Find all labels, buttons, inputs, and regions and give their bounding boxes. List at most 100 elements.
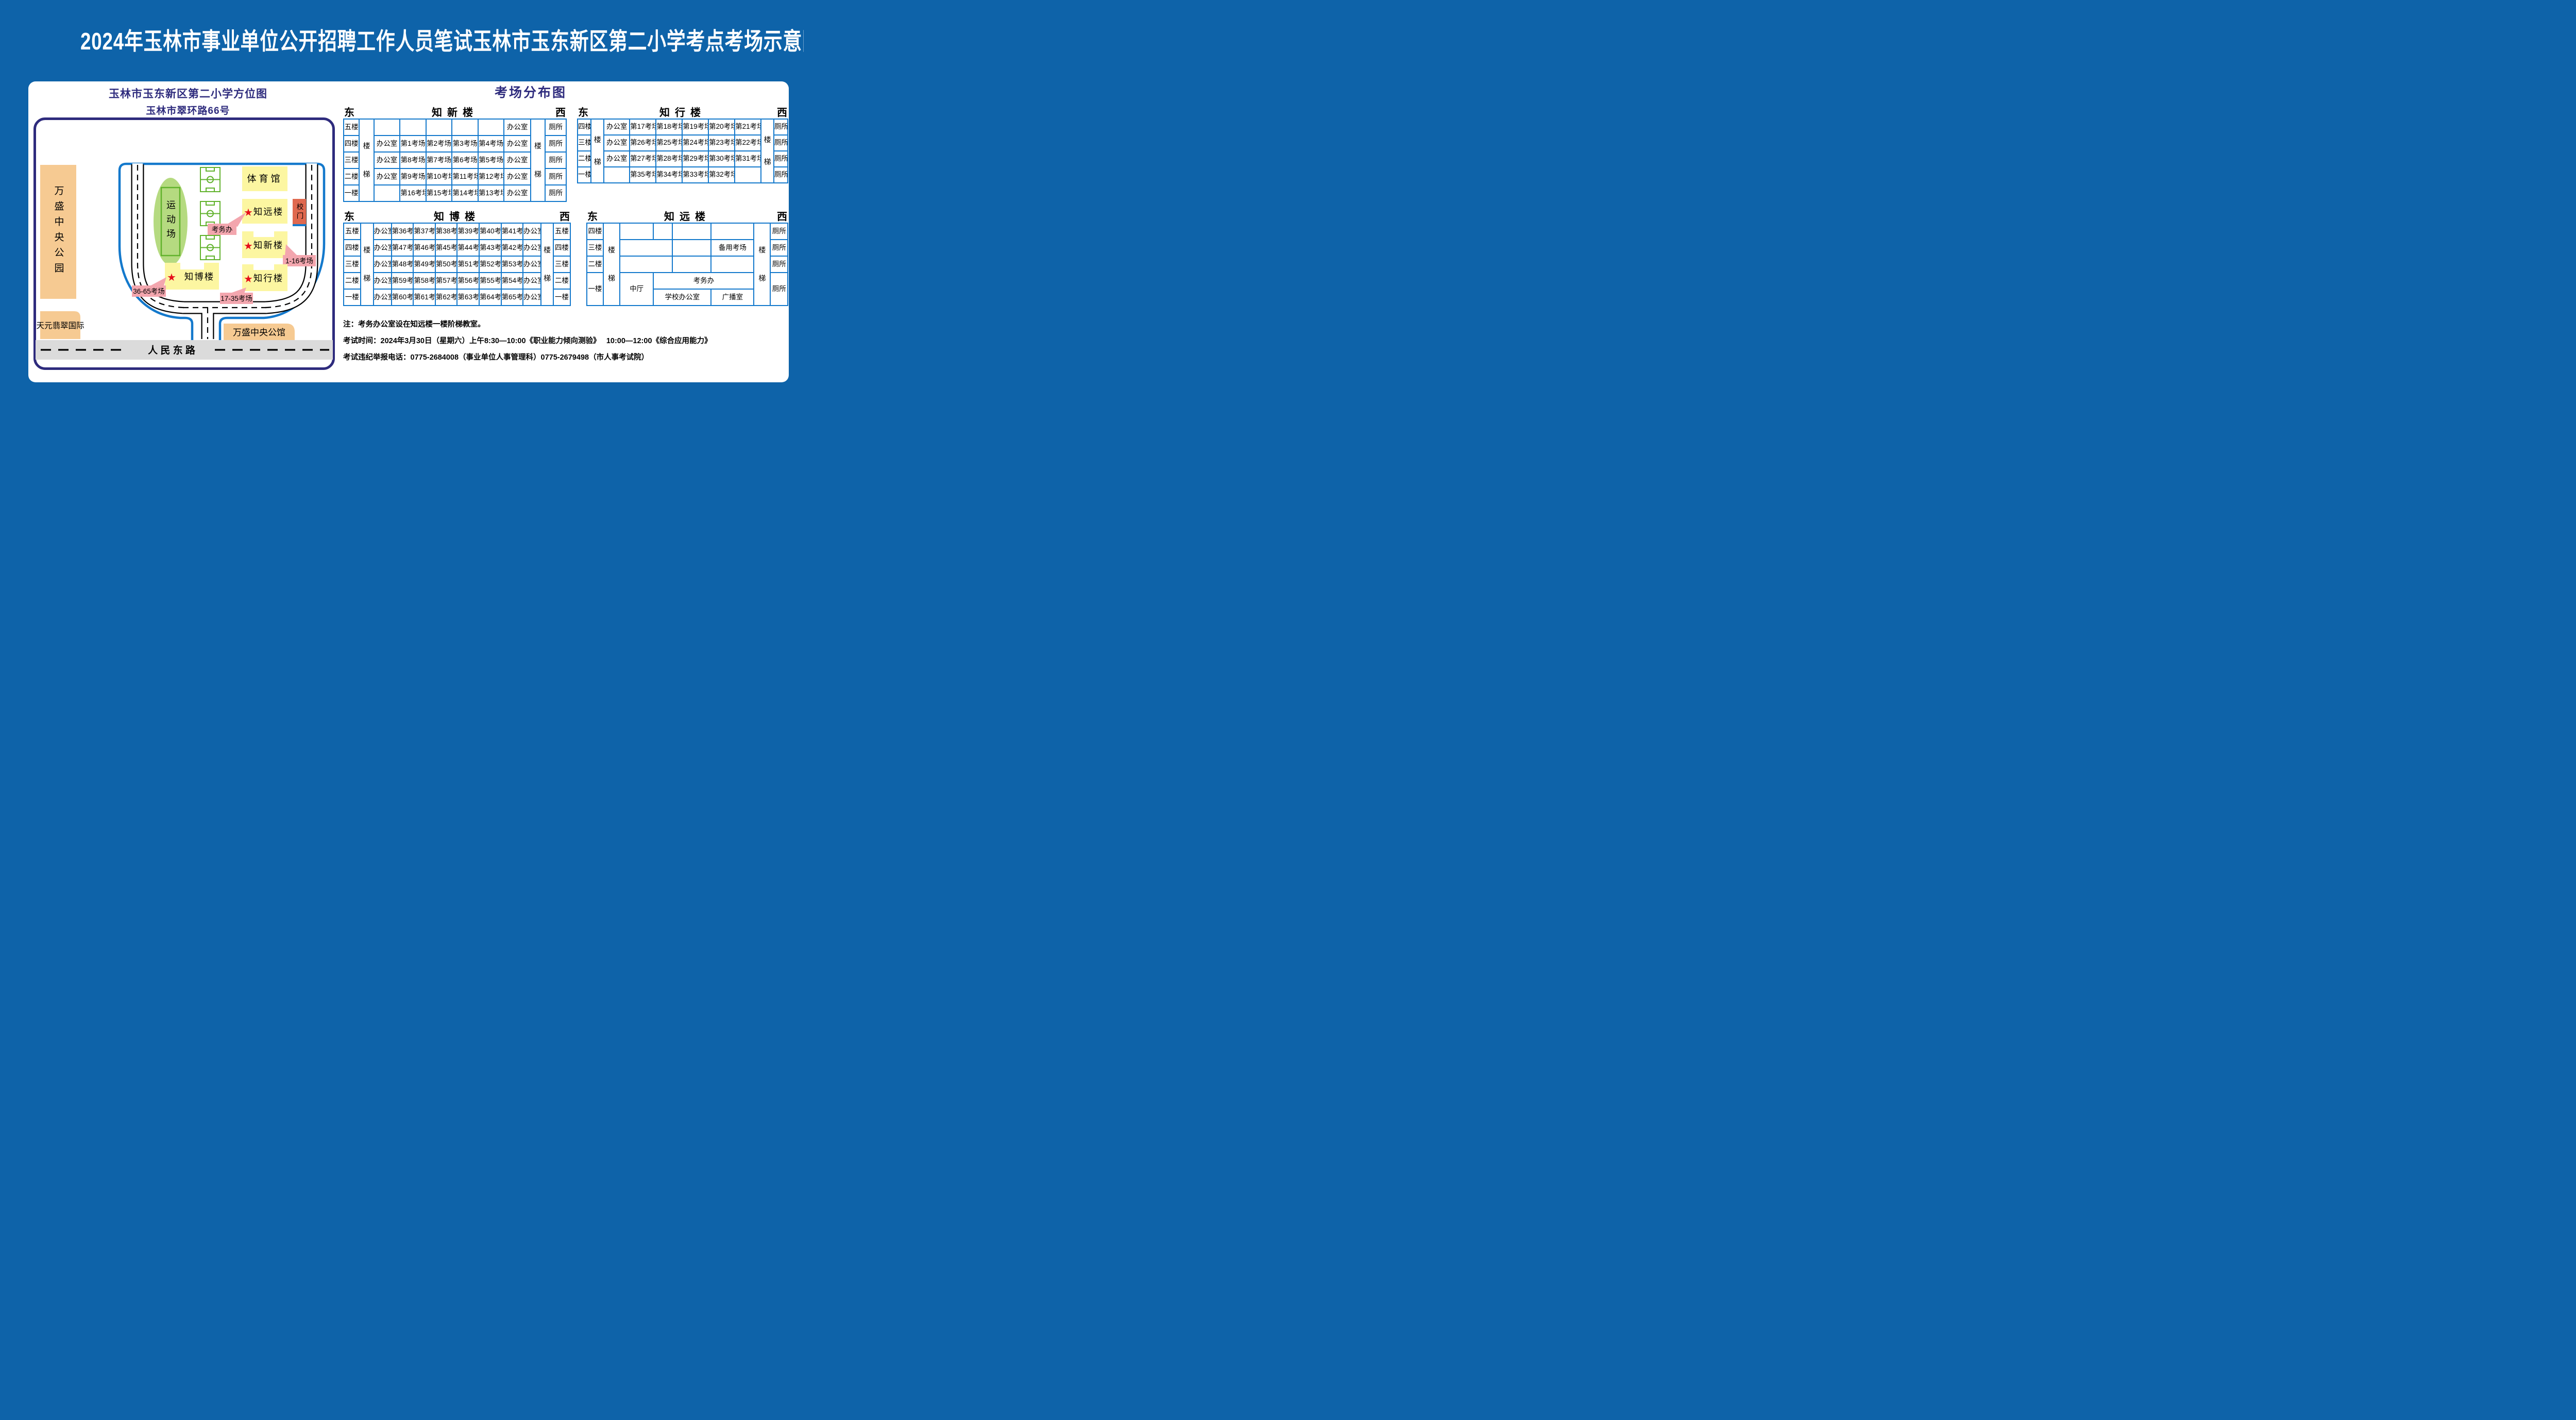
table-row: 三楼办公室第8考场第7考场第6考场第5考场办公室厕所 (343, 151, 567, 169)
room-cell: 办公室 (603, 134, 631, 151)
room-cell: 办公室 (372, 272, 392, 290)
zhibo-callout (132, 285, 166, 297)
room-cell: 第19考场 (682, 119, 709, 136)
room-cell (619, 223, 654, 240)
room-cell: 办公室 (522, 256, 542, 273)
renmin-road-label: 人 民 东 路 (148, 344, 196, 356)
floor-cell: 五楼 (343, 119, 360, 136)
table-zhixing: 四楼楼梯办公室第17考场第18考场第19考场第20考场第21考场楼梯厕所三楼办公… (577, 119, 788, 183)
room-cell: 办公室 (503, 168, 531, 185)
stairs-label: 楼 (607, 246, 615, 255)
room-cell: 第42考场 (500, 239, 524, 257)
floor-cell: 四楼 (343, 239, 361, 257)
room-cell: 第10考场 (425, 168, 453, 185)
lobby-cell: 中厅 (619, 272, 654, 306)
gym-building (242, 166, 287, 191)
room-cell: 办公室 (373, 151, 401, 169)
zhixin-callout (283, 255, 316, 266)
soccer-field-3 (200, 235, 221, 260)
backup-room-cell: 备用考场 (710, 239, 755, 257)
room-cell: 第25考场 (655, 134, 683, 151)
room-cell: 办公室 (372, 239, 392, 257)
table-row: 四楼 楼 梯 楼 梯 厕所 (586, 223, 788, 306)
room-cell: 第4考场 (477, 135, 505, 153)
floor-cell: 一楼 (586, 272, 604, 306)
stairs-label: 楼 (594, 135, 601, 144)
stairs-label: 楼 (534, 142, 542, 150)
room-cell: 第58考场 (413, 272, 436, 290)
floor-cell: 二楼 (553, 272, 571, 290)
floor-cell: 一楼 (553, 289, 571, 306)
table-row: 一楼办公室第60考场第61考场第62考场第63考场第64考场第65考场办公室一楼 (343, 289, 571, 306)
floor-cell: 一楼 (577, 166, 592, 183)
room-cell: 办公室 (503, 119, 531, 136)
note-line: 考试时间：2024年3月30日（星期六）上午8:30—10:00《职业能力倾向测… (343, 337, 712, 345)
note-line: 注：考务办公室设在知远楼一楼阶梯教室。 (343, 320, 485, 329)
room-cell: 第39考场 (456, 223, 480, 240)
exam-office-cell: 考务办 (653, 272, 755, 290)
room-cell: 第21考场 (734, 119, 762, 136)
floor-cell: 四楼 (343, 135, 360, 153)
room-cell: 第3考场 (451, 135, 479, 153)
table-row: 四楼办公室第1考场第2考场第3考场第4考场办公室厕所 (343, 135, 567, 153)
stairs-label: 梯 (544, 274, 551, 283)
room-cell: 第31考场 (734, 150, 762, 167)
stairs-cell: 楼梯 (590, 119, 605, 183)
room-cell: 第14考场 (451, 184, 479, 202)
room-cell: 第17考场 (629, 119, 657, 136)
stairs-label: 梯 (363, 170, 370, 179)
room-cell: 第11考场 (451, 168, 479, 185)
east-label: 东 (344, 107, 354, 119)
table-row: 二楼办公室第9考场第10考场第11考场第12考场办公室厕所 (343, 168, 567, 185)
room-cell (671, 239, 712, 257)
room-cell: 第53考场 (500, 256, 524, 273)
star-icon: ★ (167, 272, 176, 283)
zhibo-building (165, 263, 219, 290)
star-icon: ★ (244, 241, 253, 252)
table-row: 四楼办公室第47考场第46考场第45考场第44考场第43考场第42考场办公室四楼 (343, 239, 571, 257)
broadcast-room-cell: 广播室 (710, 289, 755, 306)
tianyuan-label: 天元翡翠国际 (36, 321, 84, 330)
table-row: 二楼 厕所 (586, 256, 788, 273)
zhixing-callout (220, 293, 253, 304)
stairs-cell: 楼梯 (760, 119, 775, 183)
tianyuan-block (40, 311, 80, 339)
table-zhibo: 五楼楼梯办公室第36考场第37考场第38考场第39考场第40考场第41考场办公室… (343, 223, 571, 306)
stairs-cell: 楼 梯 (753, 223, 771, 306)
east-label: 东 (344, 211, 354, 223)
room-cell: 第43考场 (478, 239, 502, 257)
stairs-label: 楼 (758, 246, 766, 255)
empty-cell (373, 119, 401, 136)
room-cell: 办公室 (522, 223, 542, 240)
floor-cell: 二楼 (577, 150, 592, 167)
room-cell: 第60考场 (391, 289, 414, 306)
zhixin-callout-pointer (285, 244, 297, 256)
west-label: 西 (555, 107, 566, 119)
toilet-cell: 厕所 (773, 119, 788, 136)
room-cell (671, 223, 712, 240)
west-label: 西 (777, 107, 787, 119)
room-cell: 第18考场 (655, 119, 683, 136)
room-cell: 第44考场 (456, 239, 480, 257)
notes: 注：考务办公室设在知远楼一楼阶梯教室。 考试时间：2024年3月30日（星期六）… (343, 318, 789, 368)
room-cell: 第47考场 (391, 239, 414, 257)
east-label: 东 (578, 107, 588, 119)
room-cell: 第9考场 (399, 168, 427, 185)
table-row: 四楼楼梯办公室第17考场第18考场第19考场第20考场第21考场楼梯厕所 (577, 119, 788, 183)
table-row: 二楼办公室第59考场第58考场第57考场第56考场第55考场第54考场办公室二楼 (343, 272, 571, 290)
floor-cell: 四楼 (553, 239, 571, 257)
floor-cell: 五楼 (343, 223, 361, 240)
gate-label: 校门 (296, 202, 304, 221)
empty-cell (425, 119, 453, 136)
stairs-label: 楼 (544, 246, 551, 255)
sports-ground (154, 178, 188, 265)
floor-cell: 三楼 (343, 151, 360, 169)
room-cell: 第24考场 (682, 134, 709, 151)
zhixing-table-header: 东 知行楼 西 (577, 104, 788, 119)
zhixin-table-name: 知新楼 (432, 107, 478, 119)
examoffice-pointer (227, 212, 246, 227)
room-cell: 第57考场 (434, 272, 458, 290)
table-row: 一楼第35考场第34考场第33考场第32考场厕所 (577, 166, 788, 183)
examoffice-callout (208, 224, 236, 235)
floor-cell: 三楼 (586, 239, 604, 257)
